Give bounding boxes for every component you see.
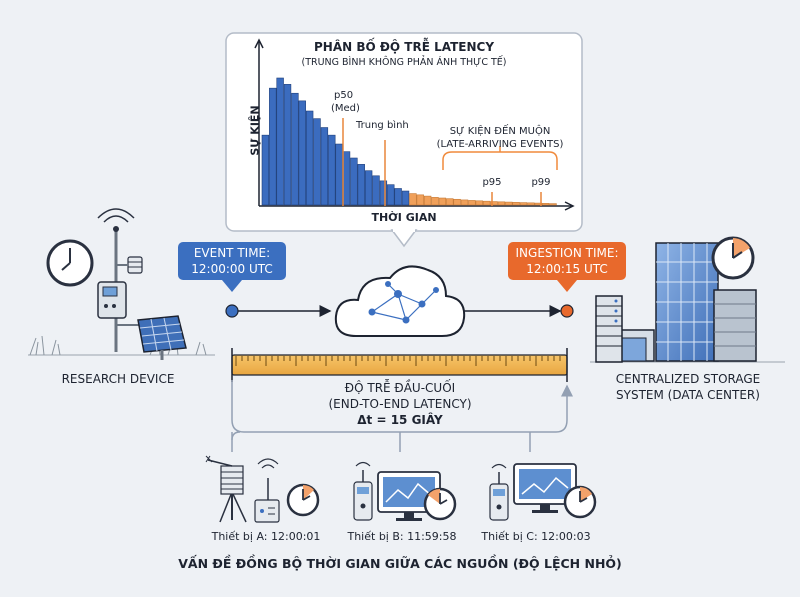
chart-ylabel: SỰ KIỆN [248,105,262,156]
histogram-bar [519,202,528,206]
histogram-bar [468,200,476,206]
histogram-bar [291,92,299,206]
research-device-label: RESEARCH DEVICE [61,372,175,386]
histogram-bar [335,143,343,206]
histogram-bar [364,170,373,206]
sync-footer: VẤN ĐỀ ĐỒNG BỘ THỜI GIAN GIỮA CÁC NGUỒN … [178,556,622,571]
clock-icon-a [286,483,320,517]
p50-sublabel: (Med) [331,103,360,114]
late-events-sublabel: (LATE-ARRIVING EVENTS) [436,139,564,150]
p50-label: p50 [334,90,354,101]
event-time-title: EVENT TIME: [193,246,271,260]
device-b-label: Thiết bị B: 11:59:58 [347,530,457,543]
ingestion-time-badge: INGESTION TIME: 12:00:15 UTC [508,242,626,280]
histogram-bar [320,127,329,206]
mean-label: Trung bình [356,120,409,131]
ingestion-time-title: INGESTION TIME: [515,246,619,260]
ingestion-time-dot [560,304,574,318]
histogram-bar [276,77,284,206]
clock-icon-target [711,236,755,280]
device-a-weather-station [205,455,247,523]
histogram-bar [549,203,557,206]
histogram-bar [409,193,417,206]
ingestion-time-value: 12:00:15 UTC [526,262,608,276]
histogram-bar [350,157,358,206]
histogram-bar [431,197,439,206]
server-rack-icon [595,295,623,363]
histogram-bar [342,151,351,206]
histogram-bar [261,134,270,206]
histogram-bar [497,201,506,206]
device-c-label: Thiết bị C: 12:00:03 [481,530,591,543]
histogram-bar [394,188,402,206]
monitor-icon-c [513,463,577,513]
radio-icon-a [254,458,280,523]
histogram-bar [372,175,380,206]
chart-xlabel: THỜI GIAN [371,211,437,224]
histogram-bar [298,100,306,206]
device-a-label: Thiết bị A: 12:00:01 [211,530,321,543]
histogram-bar [541,203,550,206]
histogram-bar [313,118,321,206]
data-center-icon [613,242,757,362]
late-events-label: SỰ KIỆN ĐẾN MUỘN [449,126,551,137]
clock-icon-c [563,485,597,519]
clock-icon-b [423,487,457,521]
chart-subtitle: (TRUNG BÌNH KHÔNG PHẢN ÁNH THỰC TẾ) [301,57,507,68]
histogram-bars [261,77,557,206]
histogram-bar [527,202,535,206]
event-time-badge: EVENT TIME: 12:00:00 UTC [178,242,286,280]
latency-delta: Δt = 15 GIÂY [357,413,443,427]
histogram-bar [387,184,395,206]
sync-connectors [231,380,573,452]
histogram-bar [269,87,277,206]
histogram-bar [482,200,491,206]
histogram-bar [416,194,424,206]
histogram-bar [423,195,432,206]
weather-station-icon [97,208,150,352]
event-badge-pointer [222,280,242,292]
chart-title: PHÂN BỐ ĐỘ TRỄ LATENCY [313,40,495,54]
histogram-bar [328,134,336,206]
storage-label-line2: SYSTEM (DATA CENTER) [616,388,760,402]
latency-ruler [231,348,568,382]
histogram-bar [401,190,410,206]
histogram-bar [379,180,388,206]
cloud-network-icon [334,265,466,337]
latency-label-vi: ĐỘ TRỄ ĐẦU-CUỐI [344,381,456,395]
histogram-bar [305,110,314,206]
radio-icon-b [353,461,373,521]
ingestion-badge-pointer [557,280,577,292]
histogram-bar [460,199,469,206]
histogram-bar [505,201,513,206]
radio-icon-c [489,463,509,521]
x-axis-arrow [564,201,575,211]
histogram-bar [357,164,365,206]
histogram-bar [438,197,447,206]
histogram-bar [446,198,454,206]
y-axis-arrow [254,38,264,49]
histogram-bar [283,84,292,206]
p99-label: p99 [531,177,551,188]
clock-icon [46,239,94,287]
histogram-bar [512,202,520,206]
histogram-bar [475,200,483,206]
solar-panel-icon [137,315,187,360]
histogram-bar [490,201,498,206]
event-time-dot [225,304,239,318]
p95-label: p95 [482,177,502,188]
latency-label-en: (END-TO-END LATENCY) [328,397,472,411]
event-time-value: 12:00:00 UTC [191,262,273,276]
histogram-bar [453,198,461,206]
storage-label-line1: CENTRALIZED STORAGE [615,372,761,386]
